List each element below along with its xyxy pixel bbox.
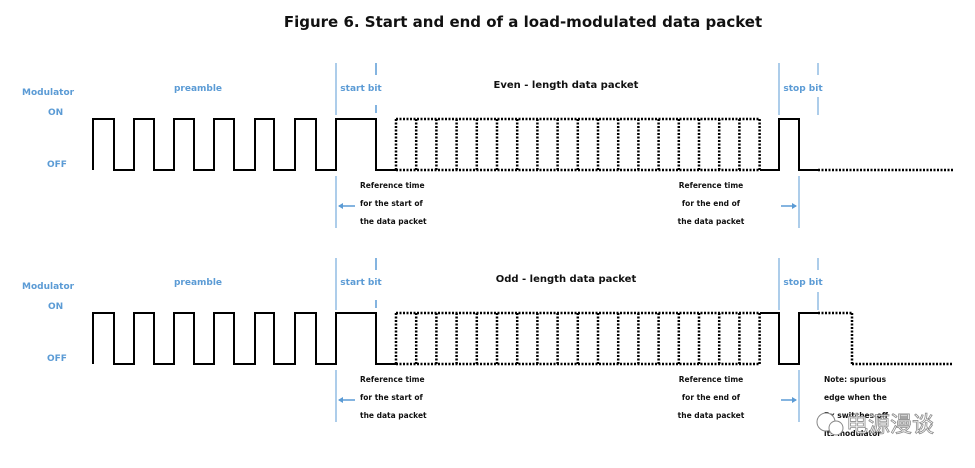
preamble-label: preamble (174, 278, 222, 288)
ref-start-text: the data packet (360, 411, 427, 420)
stop-bit-waveform (760, 118, 818, 171)
ref-end-text: Reference time (679, 375, 744, 384)
ref-end-arrow-head (792, 397, 797, 403)
ref-end-text: for the end of (682, 199, 741, 208)
packet-title: Odd - length data packet (496, 274, 637, 285)
spurious-edge-note: Note: spurious (824, 375, 887, 384)
wechat-icon-bubble (828, 420, 844, 436)
stop-bit-label: stop bit (783, 278, 823, 288)
ref-end-text: the data packet (678, 217, 745, 226)
stop-bit-label: stop bit (783, 84, 823, 94)
ref-start-text: for the start of (360, 393, 424, 402)
y-axis-label: Modulator (22, 282, 75, 292)
ref-start-text: for the start of (360, 199, 424, 208)
packet-title: Even - length data packet (494, 80, 639, 91)
ref-start-arrow-head (338, 203, 343, 209)
ref-start-arrow-head (338, 397, 343, 403)
ref-end-text: the data packet (678, 411, 745, 420)
y-axis-label: Modulator (22, 88, 75, 98)
preamble-label: preamble (174, 84, 222, 94)
ref-start-text: Reference time (360, 375, 425, 384)
off-level-label: OFF (47, 354, 67, 364)
stop-bit-waveform (760, 312, 818, 365)
off-level-label: OFF (47, 160, 67, 170)
figure-title: Figure 6. Start and end of a load-modula… (284, 13, 762, 31)
ref-start-text: the data packet (360, 217, 427, 226)
on-level-label: ON (48, 108, 63, 118)
watermark-text: 电源漫谈 (846, 413, 934, 438)
spurious-edge-note: its modulator (824, 429, 881, 438)
preamble-waveform (92, 312, 396, 365)
spurious-edge-note: Rx switches off (824, 411, 889, 420)
preamble-waveform (92, 118, 396, 171)
ref-end-text: for the end of (682, 393, 741, 402)
ref-end-text: Reference time (679, 181, 744, 190)
start-bit-label: start bit (340, 278, 382, 288)
spurious-edge-note: edge when the (824, 393, 887, 402)
start-bit-label: start bit (340, 84, 382, 94)
on-level-label: ON (48, 302, 63, 312)
watermark: 电源漫谈 (816, 412, 934, 438)
ref-start-text: Reference time (360, 181, 425, 190)
ref-end-arrow-head (792, 203, 797, 209)
